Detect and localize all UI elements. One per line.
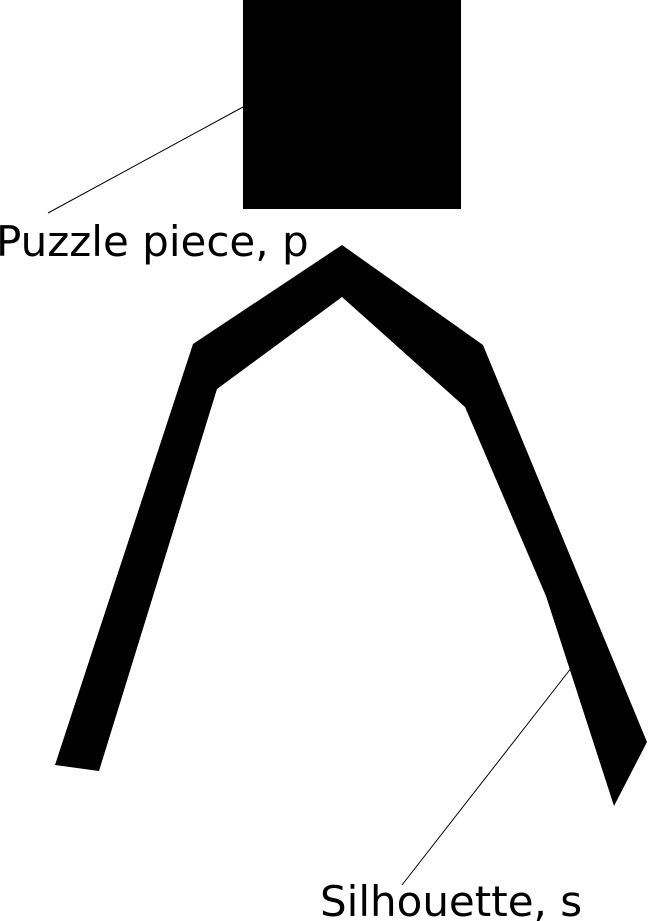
silhouette-leader-line bbox=[401, 666, 573, 886]
puzzle-piece-shape bbox=[243, 0, 461, 209]
silhouette-shape bbox=[55, 245, 647, 806]
puzzle-piece-label: Puzzle piece, p bbox=[0, 217, 309, 266]
silhouette-label: Silhouette, s bbox=[320, 877, 582, 921]
puzzle-piece-leader-line bbox=[47, 106, 244, 214]
